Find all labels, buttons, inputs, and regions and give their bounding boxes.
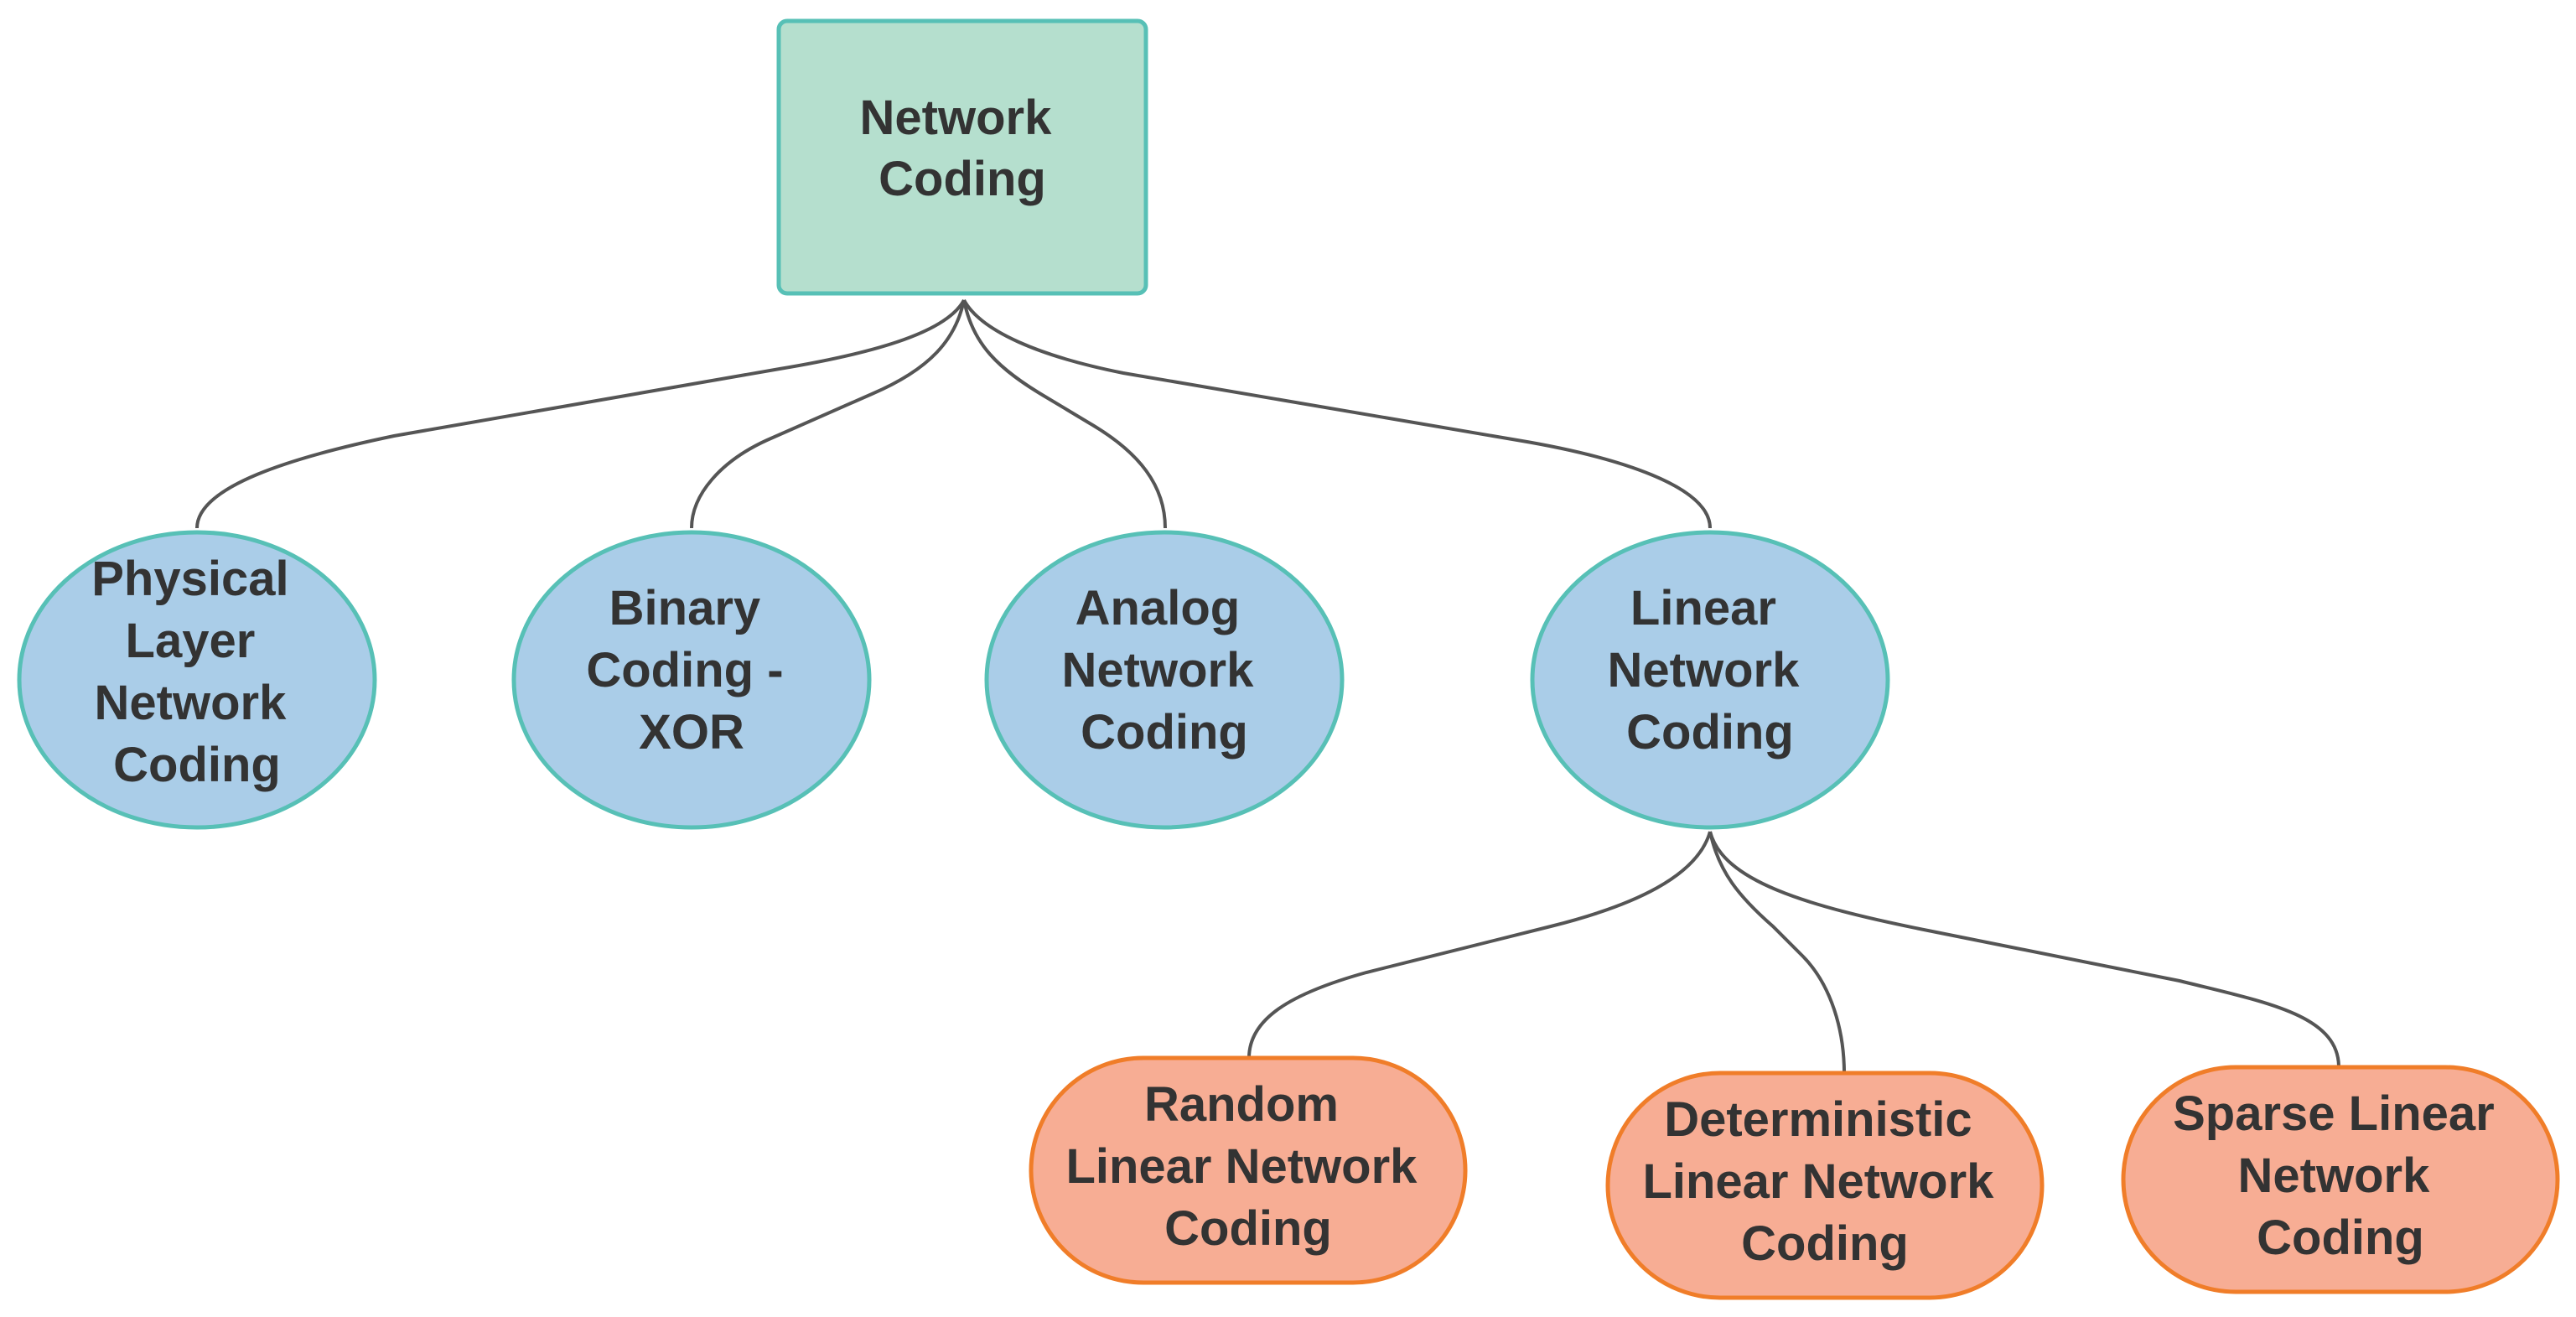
category-node-analog: Analog Network Coding	[984, 530, 1345, 830]
random-label-line-1: Random	[1144, 1077, 1339, 1132]
linear-label-line-3: Coding	[1626, 705, 1794, 760]
binary-label-line-3: XOR	[639, 705, 744, 760]
leaf-node-deterministic-label: Deterministic Linear Network Coding	[1642, 1092, 2007, 1271]
physical-label-line-3: Network	[95, 676, 288, 730]
leaf-node-sparse-shape	[2121, 1065, 2560, 1294]
category-node-binary-label: Binary Coding - XOR	[586, 581, 796, 760]
edge-root-to-binary	[690, 299, 966, 529]
root-node-network-coding: Network Coding	[776, 18, 1148, 296]
category-node-physical-label: Physical Layer Network Coding	[91, 552, 303, 792]
physical-label-line-4: Coding	[113, 738, 281, 792]
edge-root-to-analog	[962, 299, 1167, 529]
leaf-node-random: Random Linear Network Coding	[1029, 1055, 1468, 1285]
leaf-node-sparse-label: Sparse Linear Network Coding	[2173, 1086, 2508, 1265]
category-node-binary-shape	[511, 530, 872, 830]
root-label-line-2: Coding	[879, 152, 1046, 206]
category-node-physical: Physical Layer Network Coding	[17, 530, 377, 830]
physical-label-line-1: Physical	[91, 552, 288, 606]
category-node-analog-label: Analog Network Coding	[1062, 581, 1267, 760]
random-label-line-2: Linear Network	[1065, 1139, 1418, 1194]
leaf-node-deterministic: Deterministic Linear Network Coding	[1605, 1071, 2045, 1300]
root-node-shape	[776, 18, 1148, 296]
edge-linear-to-random	[1247, 831, 1712, 1059]
binary-label-line-1: Binary	[609, 581, 761, 635]
root-label-line-1: Network	[860, 91, 1053, 145]
deterministic-label-line-2: Linear Network	[1642, 1154, 1994, 1209]
category-node-linear: Linear Network Coding	[1530, 530, 1890, 830]
category-node-linear-label: Linear Network Coding	[1608, 581, 1813, 760]
category-node-analog-shape	[984, 530, 1345, 830]
analog-label-line-1: Analog	[1075, 581, 1241, 635]
linear-label-line-1: Linear	[1630, 581, 1776, 635]
category-node-binary: Binary Coding - XOR	[511, 530, 872, 830]
deterministic-label-line-1: Deterministic	[1664, 1092, 1972, 1147]
edge-root-to-linear	[962, 299, 1712, 529]
leaf-node-sparse: Sparse Linear Network Coding	[2121, 1065, 2560, 1294]
random-label-line-3: Coding	[1164, 1201, 1332, 1256]
category-node-linear-shape	[1530, 530, 1890, 830]
analog-label-line-3: Coding	[1081, 705, 1248, 760]
deterministic-label-line-3: Coding	[1741, 1216, 1909, 1271]
linear-label-line-2: Network	[1608, 643, 1801, 697]
category-node-physical-shape	[17, 530, 377, 830]
sparse-label-line-3: Coding	[2257, 1211, 2424, 1265]
edge-root-to-physical	[195, 299, 966, 529]
leaf-node-deterministic-shape	[1605, 1071, 2045, 1300]
edge-linear-to-sparse	[1708, 831, 2340, 1068]
leaf-node-random-label: Random Linear Network Coding	[1065, 1077, 1430, 1256]
edge-linear-to-deterministic	[1708, 831, 1846, 1074]
analog-label-line-2: Network	[1062, 643, 1255, 697]
sparse-label-line-2: Network	[2238, 1148, 2431, 1203]
binary-label-line-2: Coding -	[586, 643, 783, 697]
leaf-node-random-shape	[1029, 1055, 1468, 1285]
root-node-label: Network Coding	[860, 91, 1065, 206]
physical-label-line-2: Layer	[126, 614, 256, 668]
sparse-label-line-1: Sparse Linear	[2173, 1086, 2495, 1141]
